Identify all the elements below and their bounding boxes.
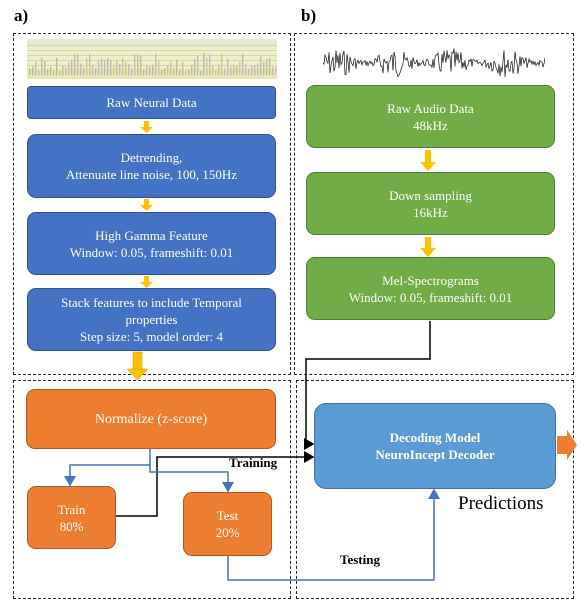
train-box: Train 80% bbox=[27, 486, 116, 549]
detrending-line-1: Detrending, bbox=[120, 150, 183, 165]
yellow-arrow-5 bbox=[420, 150, 436, 171]
mel-to-model-connector bbox=[304, 321, 431, 450]
train-to-model-connector bbox=[116, 451, 315, 517]
stack-features-line-2: properties bbox=[125, 312, 178, 327]
high-gamma-line-1: High Gamma Feature bbox=[95, 227, 208, 243]
raw-audio-data-box: Raw Audio Data 48kHz bbox=[306, 85, 555, 148]
testing-label: Testing bbox=[340, 552, 380, 567]
detrending-box: Detrending, Attenuate line noise, 100, 1… bbox=[27, 134, 276, 198]
normalize-label: Normalize (z-score) bbox=[94, 411, 208, 427]
yellow-arrow-1 bbox=[140, 121, 153, 133]
panel-label-b: b) bbox=[301, 6, 317, 25]
panel-b-top bbox=[294, 33, 574, 375]
neural-spectrogram-image bbox=[27, 39, 277, 79]
high-gamma-line-2: Window: 0.05, frameshift: 0.01 bbox=[69, 244, 234, 260]
predictions-label: Predictions bbox=[458, 493, 544, 514]
panel-a-top bbox=[13, 33, 291, 375]
mel-spectrogram-box: Mel-Spectrograms Window: 0.05, frameshif… bbox=[306, 257, 555, 320]
test-to-model-connector bbox=[227, 488, 440, 581]
decoding-model-box: Decoding Model NeuroIncept Decoder bbox=[314, 403, 556, 489]
mel-spectrogram-line-1: Mel-Spectrograms bbox=[382, 272, 479, 288]
stack-features-line-1: Stack features to include Temporal bbox=[61, 295, 242, 310]
down-sampling-line-2: 16kHz bbox=[413, 204, 448, 220]
decoding-model-line-1: Decoding Model bbox=[389, 430, 481, 445]
down-sampling-box: Down sampling 16kHz bbox=[306, 172, 555, 235]
test-box: Test 20% bbox=[183, 492, 272, 556]
raw-neural-data-box: Raw Neural Data bbox=[27, 86, 276, 119]
detrending-line-2: Attenuate line noise, 100, 150Hz bbox=[65, 167, 238, 182]
panel-label-a: a) bbox=[14, 6, 29, 25]
raw-audio-line-1: Raw Audio Data bbox=[387, 100, 474, 116]
mel-spectrogram-line-2: Window: 0.05, frameshift: 0.01 bbox=[348, 289, 513, 305]
normalize-to-train-connector bbox=[64, 449, 151, 487]
decoding-model-line-2: NeuroIncept Decoder bbox=[375, 447, 495, 462]
normalize-box: Normalize (z-score) bbox=[26, 389, 276, 449]
panel-b-bottom bbox=[296, 380, 574, 599]
yellow-arrow-4 bbox=[126, 351, 149, 381]
yellow-arrow-3 bbox=[140, 276, 153, 288]
panel-a-bottom bbox=[13, 380, 291, 599]
train-label: Train bbox=[57, 501, 86, 517]
test-label: Test bbox=[216, 508, 239, 523]
training-label: Training bbox=[229, 455, 278, 470]
stack-features-box: Stack features to include Temporal prope… bbox=[27, 288, 276, 351]
yellow-arrow-6 bbox=[420, 237, 436, 257]
stack-features-line-3: Step size: 5, model order: 4 bbox=[80, 329, 223, 344]
audio-waveform-image bbox=[323, 48, 545, 78]
test-percent: 20% bbox=[215, 525, 240, 540]
raw-audio-line-2: 48kHz bbox=[413, 117, 448, 133]
high-gamma-box: High Gamma Feature Window: 0.05, framesh… bbox=[27, 212, 276, 275]
raw-neural-data-label: Raw Neural Data bbox=[106, 95, 197, 110]
normalize-to-test-connector bbox=[149, 465, 234, 493]
down-sampling-line-1: Down sampling bbox=[389, 187, 472, 203]
output-arrow bbox=[557, 430, 577, 460]
yellow-arrow-2 bbox=[140, 199, 153, 211]
train-percent: 80% bbox=[59, 518, 84, 534]
